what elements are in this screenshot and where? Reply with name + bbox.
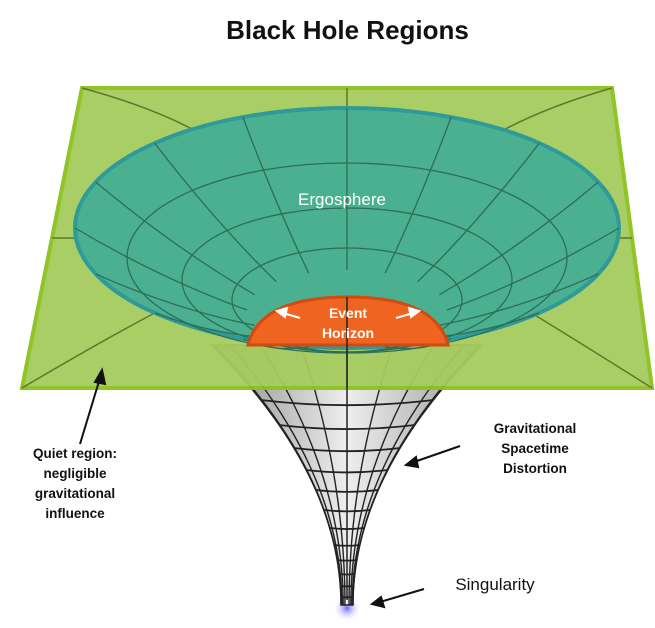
pointer-arrows	[79, 367, 461, 609]
distortion-label: Gravitational Spacetime Distortion	[465, 419, 605, 479]
ergosphere-meridian	[446, 227, 620, 311]
ergosphere-meridian	[439, 273, 599, 326]
event-horizon	[246, 295, 450, 347]
quiet-line-3: gravitational	[34, 486, 116, 501]
ergosphere-meridian	[242, 116, 310, 274]
quiet-line-4: influence	[45, 506, 105, 521]
distortion-line-1: Gravitational	[493, 421, 577, 436]
ergosphere-meridian	[154, 142, 277, 283]
quiet-line-1: Quiet region:	[33, 446, 117, 461]
event-horizon-arrows	[274, 306, 422, 319]
diagram-title: Black Hole Regions	[226, 15, 469, 45]
ergosphere-meridian	[439, 181, 599, 296]
ergosphere-meridian	[384, 116, 452, 274]
ergosphere-meridian	[95, 181, 255, 296]
ergosphere-meridian	[95, 273, 255, 326]
singularity-label: Singularity	[455, 575, 535, 594]
distortion-line-3: Distortion	[503, 461, 567, 476]
ergosphere-meridian	[417, 142, 540, 283]
event-horizon-line-2: Horizon	[321, 325, 375, 341]
event-horizon-label: Event Horizon	[298, 303, 398, 343]
ergosphere-meridian	[74, 227, 248, 311]
singularity-glow	[333, 594, 361, 622]
quiet-region-label: Quiet region: negligible gravitational i…	[5, 444, 145, 524]
ergosphere-label: Ergosphere	[298, 190, 386, 209]
quiet-line-2: negligible	[43, 466, 107, 481]
event-horizon-line-1: Event	[328, 305, 368, 321]
distortion-line-2: Spacetime	[501, 441, 569, 456]
